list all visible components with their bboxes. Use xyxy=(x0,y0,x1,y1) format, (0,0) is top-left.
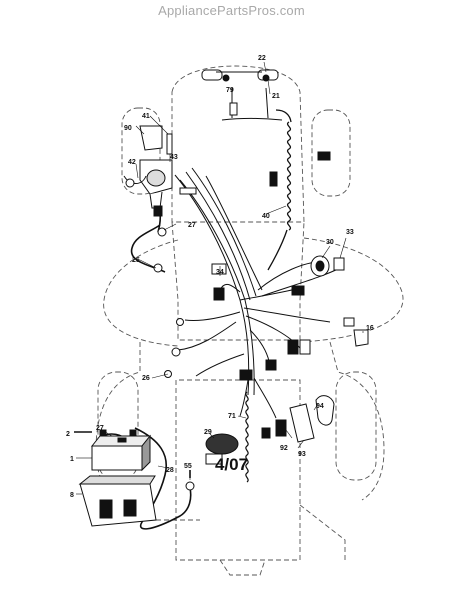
callout-25: 25 xyxy=(132,257,140,264)
callout-94: 94 xyxy=(316,403,324,410)
callout-8: 8 xyxy=(70,492,74,499)
seat-switch-assembly xyxy=(275,395,335,443)
callout-21: 21 xyxy=(272,93,280,100)
callout-42: 42 xyxy=(128,159,136,166)
callout-79: 79 xyxy=(226,87,234,94)
interlock-switch-16 xyxy=(353,329,369,347)
callout-28: 28 xyxy=(166,467,174,474)
callout-1: 1 xyxy=(70,456,74,463)
headlight-assembly xyxy=(201,69,279,116)
callout-33: 33 xyxy=(346,229,354,236)
callout-27-upper: 27 xyxy=(188,222,196,229)
callout-93: 93 xyxy=(298,451,306,458)
battery-assembly xyxy=(74,429,157,527)
switch-29 xyxy=(205,433,239,465)
coiled-wire-71 xyxy=(245,391,249,483)
callout-22: 22 xyxy=(258,55,266,62)
callout-34: 34 xyxy=(216,269,224,276)
callout-40: 40 xyxy=(262,213,270,220)
callout-41: 41 xyxy=(142,113,150,120)
callout-71: 71 xyxy=(228,413,236,420)
callout-16: 16 xyxy=(366,325,374,332)
callout-2: 2 xyxy=(66,431,70,438)
callout-labels: 22 79 21 41 90 43 42 27 25 40 34 30 33 1… xyxy=(66,55,374,499)
ring-terminals xyxy=(153,227,195,491)
ignition-switch xyxy=(310,255,345,277)
callout-27-lower: 27 xyxy=(96,425,104,432)
callout-26: 26 xyxy=(142,375,150,382)
callout-leaders xyxy=(76,61,364,495)
callout-90: 90 xyxy=(124,125,132,132)
coiled-wire-40 xyxy=(267,109,292,271)
page-number: 4/07 xyxy=(214,455,249,474)
callout-43: 43 xyxy=(170,154,178,161)
callout-30: 30 xyxy=(326,239,334,246)
main-wire-harness xyxy=(174,87,341,419)
callout-29: 29 xyxy=(204,429,212,436)
callout-55: 55 xyxy=(184,463,192,470)
solenoid-assembly xyxy=(123,125,173,217)
harness-connectors xyxy=(179,151,355,439)
callout-92: 92 xyxy=(280,445,288,452)
watermark: AppliancePartsPros.com xyxy=(158,3,305,18)
